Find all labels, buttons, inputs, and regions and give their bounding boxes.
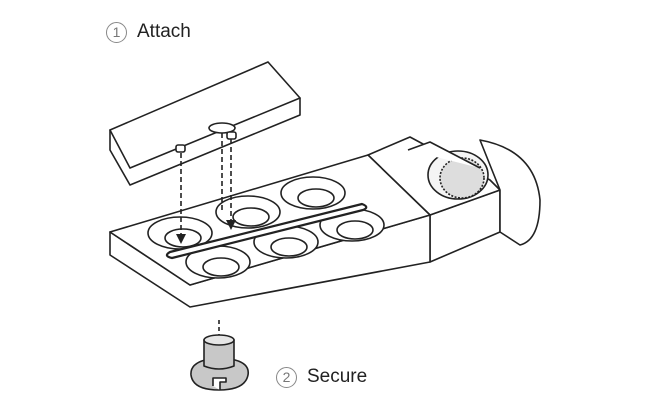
plate-slot bbox=[165, 202, 368, 260]
mount-piece bbox=[109, 61, 301, 186]
step-label: Secure bbox=[307, 366, 368, 387]
step-label: Attach bbox=[137, 21, 191, 42]
step-number-badge: 1 bbox=[106, 21, 127, 43]
screw bbox=[190, 334, 250, 391]
base-plate bbox=[109, 154, 431, 308]
step-secure-label: 2 Secure bbox=[276, 366, 367, 388]
attach-arrows bbox=[180, 133, 232, 238]
bracket-body bbox=[367, 136, 541, 263]
step-number-badge: 2 bbox=[276, 366, 297, 388]
step-attach-label: 1 Attach bbox=[106, 21, 191, 43]
plate-holes bbox=[147, 176, 385, 279]
